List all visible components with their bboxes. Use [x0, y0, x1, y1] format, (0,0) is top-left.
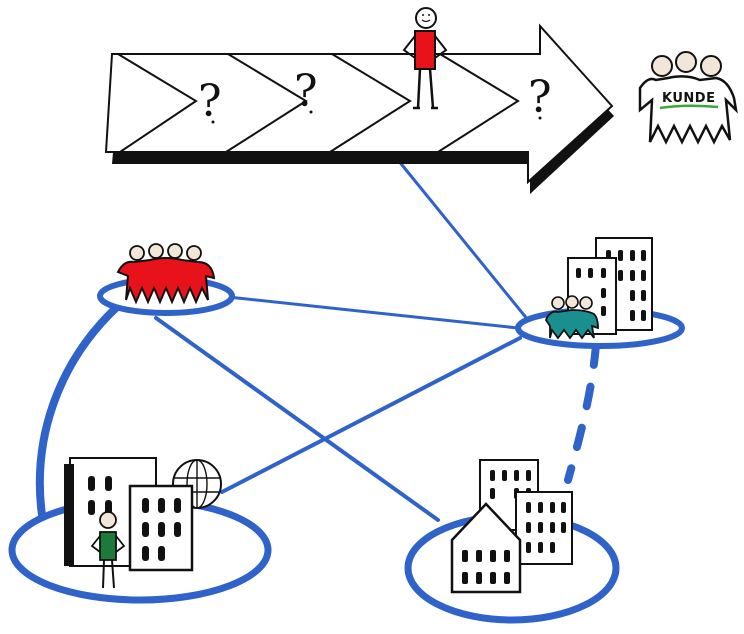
- city-buildings-icon: [450, 459, 573, 594]
- office-with-globe-icon: [64, 457, 222, 572]
- group-of-people-icon: [116, 243, 216, 305]
- process-arrow: ? ? ?: [104, 7, 614, 194]
- teal-team-icon: [544, 295, 599, 340]
- person-green-icon: [90, 511, 126, 589]
- team-node: [97, 243, 235, 316]
- chevron-4: [437, 53, 520, 153]
- link-office-to-city-dashed: [564, 341, 600, 484]
- customer-group-icon: KUNDE: [638, 51, 738, 145]
- person-icon: [402, 7, 448, 110]
- link-team-to-office: [226, 295, 520, 330]
- chevron-1: [117, 53, 198, 153]
- city-node: [404, 459, 620, 624]
- chevron-3: [329, 53, 412, 153]
- chevron-2: [225, 53, 308, 153]
- stage-4-label: ?: [528, 72, 552, 123]
- link-team-to-city: [154, 316, 440, 522]
- customer-label: KUNDE: [662, 91, 715, 106]
- office-node: [515, 237, 685, 349]
- hq-node: [8, 457, 272, 604]
- link-office-to-hq: [220, 336, 522, 494]
- link-team-to-hq: [35, 302, 122, 532]
- stage-2-label: ?: [294, 66, 318, 117]
- stage-1-label: ?: [198, 76, 222, 127]
- connections: [35, 158, 600, 532]
- link-arrow-to-office: [396, 158, 530, 322]
